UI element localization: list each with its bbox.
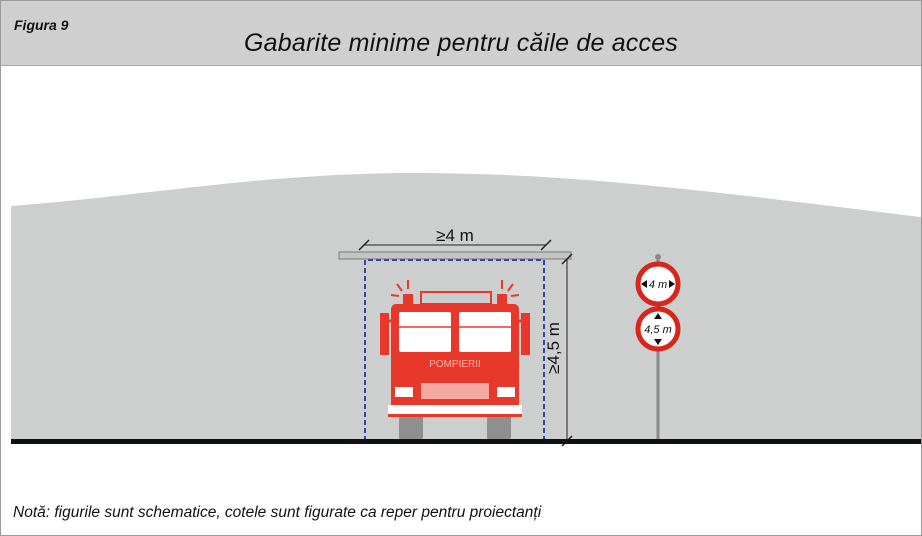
figure-title: Gabarite minime pentru căile de acces: [244, 29, 678, 57]
beacon-rays: [390, 280, 520, 297]
left-beacon: [403, 294, 413, 304]
height-limit-sign: 4,5 m: [635, 306, 681, 352]
width-label: ≥4 m: [436, 226, 474, 245]
figure-header: Figura 9 Gabarite minime pentru căile de…: [1, 1, 921, 66]
truck-bumper: [388, 405, 522, 414]
height-label: ≥4,5 m: [544, 322, 563, 374]
access-road-diagram: ≥4 m ≥4,5 m: [11, 172, 921, 447]
width-dimension: ≥4 m: [358, 226, 552, 251]
left-headlight: [395, 387, 413, 397]
sign-height-label: 4,5 m: [644, 324, 672, 336]
sign-width-label: 4 m: [649, 279, 667, 291]
windshield-left: [399, 312, 451, 352]
figure-number: Figura 9: [14, 17, 69, 33]
fire-truck: POMPIERII: [380, 280, 530, 441]
right-beacon: [497, 294, 507, 304]
right-headlight: [497, 387, 515, 397]
clearance-top-beam: [338, 251, 572, 260]
right-mirror: [521, 313, 530, 355]
width-limit-sign: 4 m: [635, 261, 681, 307]
footnote: Notă: figurile sunt schematice, cotele s…: [13, 504, 542, 521]
windshield-right: [459, 312, 511, 352]
truck-grille: [421, 383, 489, 399]
clearance-envelope: [364, 259, 545, 441]
truck-label: POMPIERII: [429, 359, 481, 370]
ground-line: [11, 439, 921, 444]
left-mirror: [380, 313, 389, 355]
